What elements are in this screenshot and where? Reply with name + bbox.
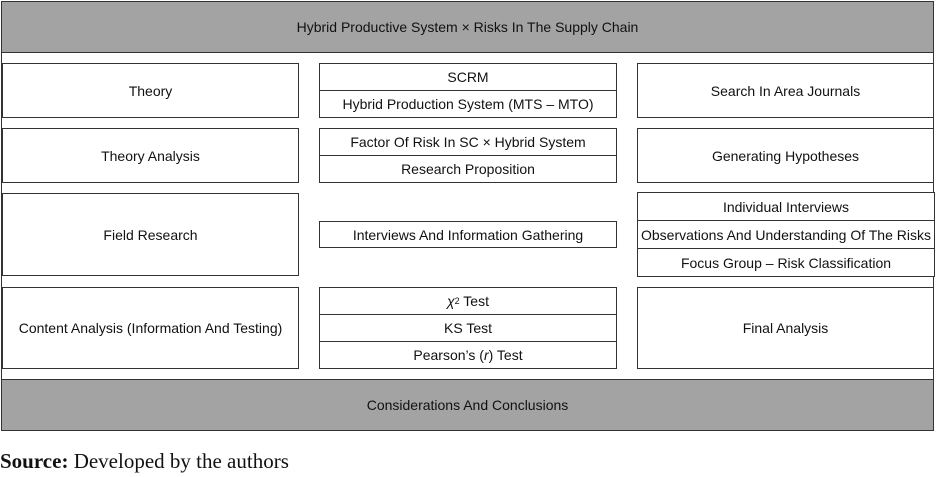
field-research-label: Field Research <box>103 226 198 243</box>
search-journals-label: Search In Area Journals <box>710 82 861 99</box>
item-factor-of-risk: Factor Of Risk In SC × Hybrid System <box>350 134 586 150</box>
stack-field-research-right: Individual Interviews Observations And U… <box>637 192 935 277</box>
footer-title: Considerations And Conclusions <box>366 397 569 413</box>
item-scrm: SCRM <box>447 69 489 85</box>
chi-symbol: χ <box>447 293 455 309</box>
item-hybrid-production: Hybrid Production System (MTS – MTO) <box>320 90 616 117</box>
item-ks-test: KS Test <box>320 314 616 341</box>
item-research-proposition: Research Proposition <box>320 155 616 182</box>
item-observations: Observations And Understanding Of The Ri… <box>638 220 934 248</box>
item-focus-group: Focus Group – Risk Classification <box>638 248 934 276</box>
chi-superscript: 2 <box>454 296 460 306</box>
caption-label: Source: <box>0 449 69 473</box>
item-individual-interviews: Individual Interviews <box>722 198 850 215</box>
final-analysis-label: Final Analysis <box>742 320 829 336</box>
step-theory-label: Theory <box>128 82 173 99</box>
step-generating-hypotheses: Generating Hypotheses <box>637 128 934 183</box>
step-theory: Theory <box>2 63 299 118</box>
generating-hypotheses-label: Generating Hypotheses <box>711 147 860 164</box>
interviews-gathering-label: Interviews And Information Gathering <box>352 226 584 243</box>
pearson-suffix: ) Test <box>488 347 523 363</box>
step-field-research: Field Research <box>2 193 299 276</box>
item-pearson-test: Pearson’s (r) Test <box>320 341 616 368</box>
header-band: Hybrid Productive System × Risks In The … <box>1 1 934 53</box>
step-search-journals: Search In Area Journals <box>637 63 934 118</box>
pearson-r: r <box>483 347 489 363</box>
step-final-analysis: Final Analysis <box>637 287 934 369</box>
header-title: Hybrid Productive System × Risks In The … <box>296 19 639 35</box>
step-content-analysis: Content Analysis (Information And Testin… <box>2 287 299 369</box>
stack-theory-middle: SCRM Hybrid Production System (MTS – MTO… <box>319 63 617 118</box>
pearson-prefix: Pearson’s ( <box>413 347 484 363</box>
step-theory-analysis: Theory Analysis <box>2 128 299 183</box>
footer-band: Considerations And Conclusions <box>1 379 934 431</box>
source-caption: Source: Developed by the authors <box>0 449 289 474</box>
item-interviews-gathering: Interviews And Information Gathering <box>319 221 617 248</box>
content-analysis-label: Content Analysis (Information And Testin… <box>18 320 283 336</box>
chi-test-suffix: Test <box>459 293 489 309</box>
stack-theory-analysis-middle: Factor Of Risk In SC × Hybrid System Res… <box>319 128 617 183</box>
theory-analysis-label: Theory Analysis <box>101 147 200 164</box>
caption-text: Developed by the authors <box>68 449 289 473</box>
